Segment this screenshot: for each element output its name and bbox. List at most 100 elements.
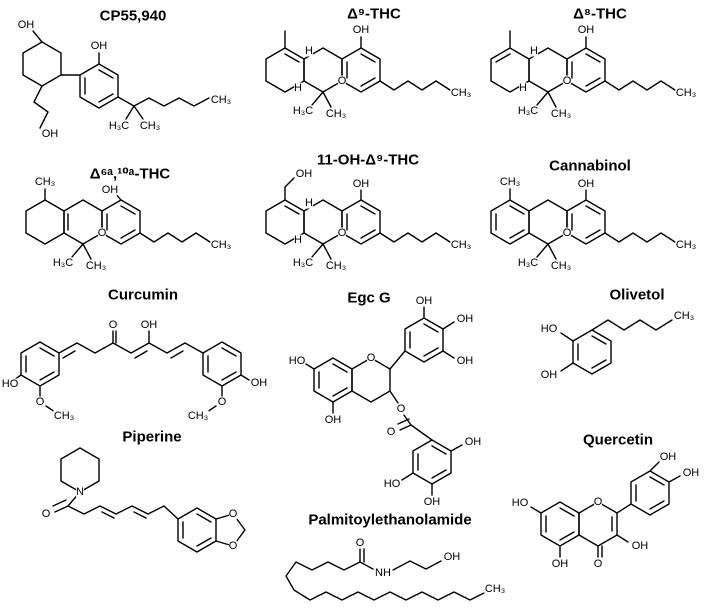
bond-path (560, 332, 574, 342)
atom-label-bg (550, 108, 572, 120)
atom-label-bg (294, 82, 302, 94)
bond-path (397, 418, 410, 425)
atom-label: H (305, 197, 313, 209)
bond-path (379, 80, 451, 91)
atom-label: HO (512, 497, 529, 509)
bond-path (585, 77, 601, 87)
bond-path (82, 243, 92, 260)
atom-label-bg (325, 108, 347, 120)
bond-path (58, 342, 204, 354)
atom-label: O (594, 496, 603, 508)
atom-label: O (367, 352, 376, 364)
atom-label: CH₃ (326, 260, 346, 272)
compound-name-quercetin: Quercetin (583, 432, 653, 449)
atom-label: OH (251, 377, 268, 389)
bond-path (392, 560, 442, 571)
bond-path (442, 321, 455, 330)
atom-label: H₃C (518, 257, 538, 269)
bond-path (566, 47, 606, 93)
bond-path (170, 350, 184, 359)
atom-label-bg (578, 178, 594, 190)
atom-label-bg (519, 82, 527, 94)
atom-label-bg (18, 19, 34, 31)
atom-label: H₃C (109, 120, 129, 132)
atom-label: OH (578, 24, 595, 36)
atom-label-bg (530, 45, 538, 57)
bond-path (566, 199, 606, 245)
atom-label: O (387, 426, 396, 438)
atom-label-bg (305, 45, 313, 57)
atom-label-bg (187, 410, 209, 422)
atom-label: O (338, 227, 347, 239)
bond-path (196, 537, 212, 547)
atom-label: O (356, 537, 365, 549)
atom-label: CH₃ (485, 583, 505, 595)
atom-label-bg (375, 567, 391, 579)
bond-path (423, 323, 439, 333)
bond-path (649, 476, 665, 486)
atom-label: OH (444, 551, 461, 563)
atom-label-bg (578, 24, 594, 36)
bond-path (98, 93, 114, 103)
compound-name-cannabinol: Cannabinol (549, 158, 631, 175)
bond-path (39, 371, 55, 381)
atom-label-bg (36, 396, 44, 408)
atom-label: OH (325, 414, 342, 426)
bond-path (285, 561, 485, 601)
atom-label-bg (353, 24, 369, 36)
atom-label: H (294, 234, 302, 246)
atom-label-bg (289, 355, 305, 367)
bond-path (139, 232, 211, 243)
atom-label: H (305, 45, 313, 57)
atom-label-bg (229, 508, 237, 520)
bond-path (305, 363, 315, 370)
atom-label: OH (91, 40, 108, 52)
atom-label-bg (42, 508, 50, 520)
atom-label-bg (563, 227, 571, 239)
atom-label: CH₃ (211, 94, 231, 106)
compound-name-egcg: Egc G (347, 290, 390, 307)
bond-path (360, 53, 376, 63)
atom-label-bg (296, 168, 312, 180)
atom-label: CH₃ (35, 176, 55, 188)
atom-label: O (338, 75, 347, 87)
bond-path (616, 503, 632, 514)
atom-label-bg (387, 426, 395, 438)
compound-name-palmitoylethanolamide: Palmitoylethanolamide (308, 512, 471, 529)
atom-label: OH (578, 178, 595, 190)
atom-label-bg (457, 313, 473, 325)
atom-label: OH (296, 168, 313, 180)
bond-path (410, 424, 433, 441)
bond-path (120, 205, 136, 215)
atom-label-bg (660, 451, 676, 463)
atom-label-bg (53, 410, 75, 422)
atom-label: CH₃ (188, 410, 208, 422)
atom-label: H₃C (53, 257, 73, 269)
bond-path (379, 232, 451, 243)
atom-label-bg (416, 295, 432, 307)
bond-path (221, 371, 237, 381)
bond-path (360, 229, 376, 239)
atom-label-bg (552, 558, 568, 570)
bond-path (431, 469, 447, 479)
atom-label: N (76, 486, 84, 498)
atom-label-bg (218, 396, 226, 408)
atom-label-bg (356, 537, 364, 549)
atom-label-bg (450, 87, 472, 99)
atom-label: HO (384, 478, 401, 490)
atom-label-bg (292, 105, 314, 117)
atom-label: O (229, 508, 238, 520)
compound-name-olivetol: Olivetol (609, 287, 664, 304)
bond-path (559, 507, 575, 517)
atom-label-bg (397, 403, 405, 415)
bond-path (604, 232, 676, 243)
atom-label: HO (2, 378, 19, 390)
atom-label: OH (457, 355, 474, 367)
